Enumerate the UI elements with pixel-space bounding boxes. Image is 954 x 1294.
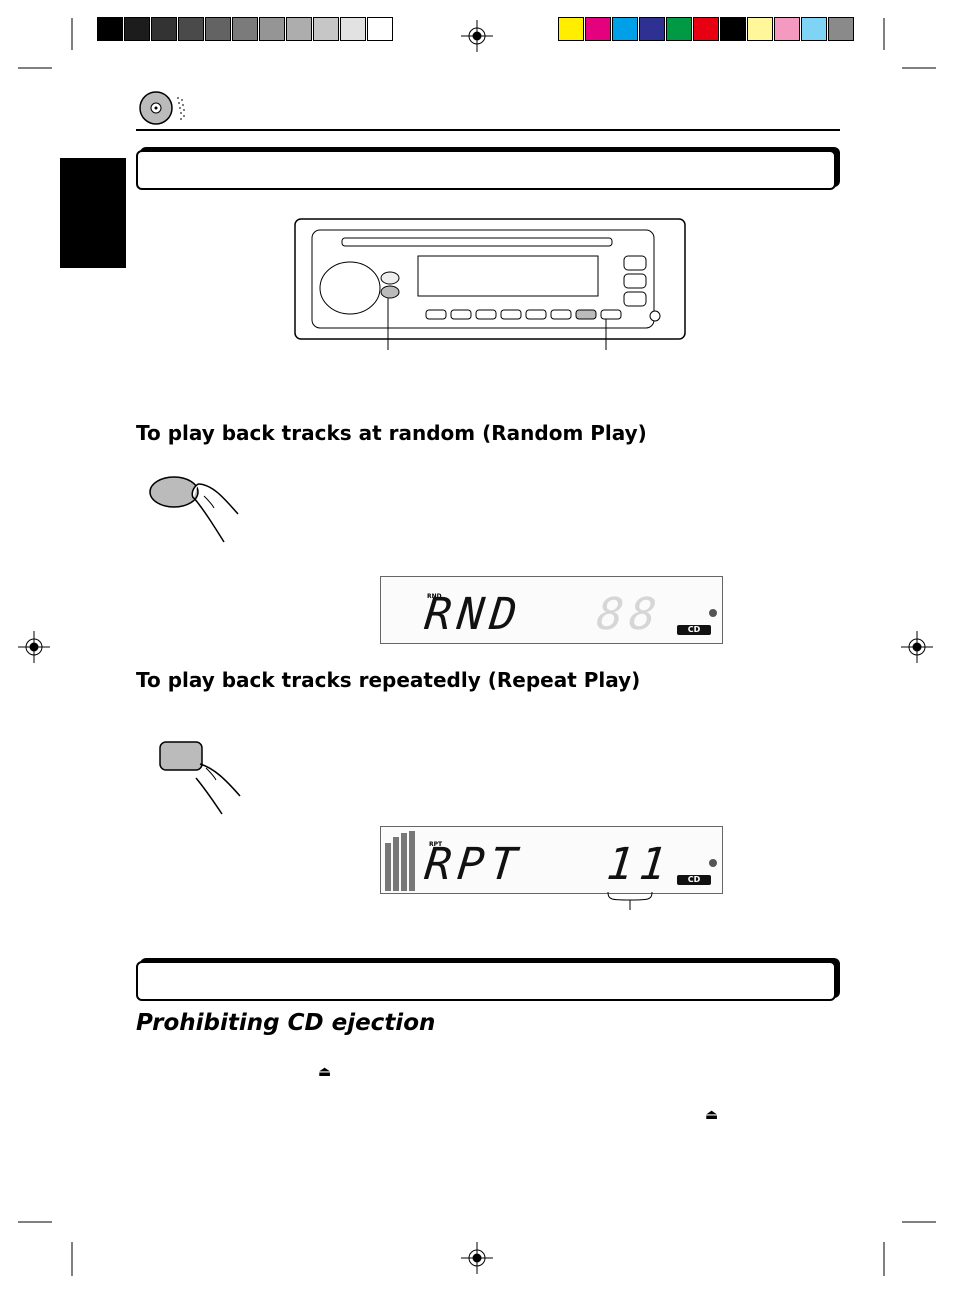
repeat-play-lcd: RPT RPT 11 CD — [380, 826, 723, 894]
color-swatch — [259, 17, 285, 41]
lcd-track-number: 88 — [594, 589, 665, 640]
color-swatch — [286, 17, 312, 41]
section-bar-top — [136, 150, 836, 190]
color-swatch — [97, 17, 123, 41]
color-swatch — [639, 17, 665, 41]
color-swatch — [558, 17, 584, 41]
repeat-play-heading: To play back tracks repeatedly (Repeat P… — [136, 668, 641, 692]
finger-pressing-button-icon — [149, 476, 239, 543]
cd-icon — [139, 91, 185, 125]
color-swatch — [178, 17, 204, 41]
color-swatch — [313, 17, 339, 41]
random-play-lcd: RND RND 88 CD — [380, 576, 723, 644]
language-side-tab — [60, 158, 126, 268]
header-rule — [136, 129, 840, 131]
color-swatch — [612, 17, 638, 41]
finger-pressing-button-icon — [159, 741, 241, 815]
eject-icon: ⏏ — [705, 1107, 719, 1123]
lcd-mode-text: RND — [422, 589, 526, 640]
color-swatch — [828, 17, 854, 41]
color-swatch — [340, 17, 366, 41]
color-swatch — [693, 17, 719, 41]
color-swatch — [747, 17, 773, 41]
disc-icon — [709, 609, 717, 617]
track-number-bracket — [607, 891, 653, 910]
color-swatch — [720, 17, 746, 41]
color-swatch — [801, 17, 827, 41]
color-swatch — [232, 17, 258, 41]
color-swatch — [205, 17, 231, 41]
level-meter-graphic — [385, 831, 415, 891]
registration-mark-bottom — [461, 1242, 493, 1274]
registration-mark-top — [461, 20, 493, 52]
registration-mark-left — [18, 631, 50, 663]
section-bar-bottom — [136, 961, 836, 1001]
color-swatch — [151, 17, 177, 41]
car-stereo-illustration — [294, 218, 686, 350]
lcd-mode-text: RPT — [422, 839, 526, 890]
lcd-track-number: 11 — [604, 839, 675, 890]
disc-icon — [709, 859, 717, 867]
color-swatch — [666, 17, 692, 41]
color-swatch — [124, 17, 150, 41]
lcd-source-badge: CD — [677, 875, 711, 885]
eject-icon: ⏏ — [318, 1064, 332, 1080]
lcd-source-badge: CD — [677, 625, 711, 635]
random-play-heading: To play back tracks at random (Random Pl… — [136, 421, 647, 445]
color-swatch — [774, 17, 800, 41]
color-swatch — [367, 17, 393, 41]
prohibit-eject-title: Prohibiting CD ejection — [136, 1010, 436, 1036]
color-swatch — [585, 17, 611, 41]
registration-mark-right — [901, 631, 933, 663]
